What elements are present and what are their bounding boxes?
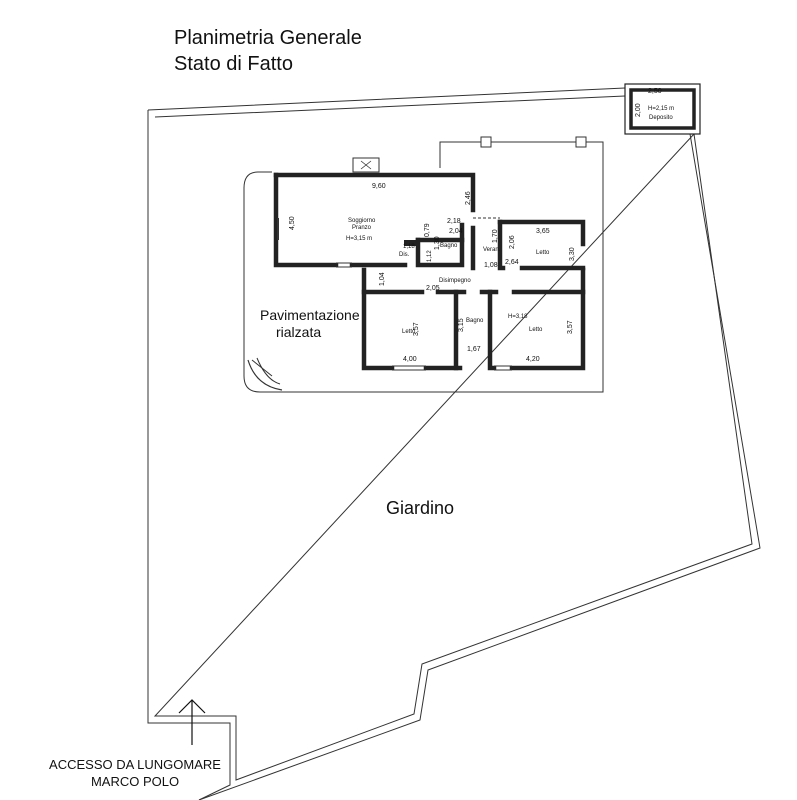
garden-label: Giardino: [386, 498, 454, 518]
bedroom-sw-label: Letto: [402, 329, 416, 335]
bath1-label: Bagno: [440, 243, 458, 249]
bath2-label: Bagno: [466, 318, 484, 324]
deposit-height: H=2,15 m: [648, 106, 674, 112]
dim-204: 2,04: [449, 228, 463, 235]
property-boundary: [147, 87, 761, 800]
bedroom-se-height: H=3,18: [508, 314, 528, 320]
house-walls: [273, 172, 586, 371]
dim-130: 1,30: [434, 236, 441, 250]
access-line-1: ACCESSO DA LUNGOMARE: [49, 757, 221, 772]
dim-206: 2,06: [509, 235, 516, 249]
dim-246: 2,46: [465, 191, 472, 205]
living-label-2: Pranzo: [352, 225, 372, 231]
deposit-building: H=2,15 m Deposito 2,50 2,00: [624, 83, 701, 135]
dim-205: 2,05: [426, 285, 440, 292]
dim-living-depth: 4,50: [289, 216, 296, 230]
dim-420: 4,20: [526, 356, 540, 363]
dimension-labels: 9,60 4,50 2,46 2,18 2,04 0,79 1,18 1,12 …: [289, 183, 576, 363]
bedroom-ne-label: Letto: [536, 250, 550, 256]
dim-400: 4,00: [403, 356, 417, 363]
plan-title: Planimetria Generale: [174, 27, 362, 49]
dim-330: 3,30: [569, 247, 576, 261]
dim-218: 2,18: [447, 218, 461, 225]
living-label-1: Soggiorno: [348, 218, 376, 224]
room-labels: Soggiorno Pranzo H=3,15 m Bagno Dis. Ver…: [346, 218, 550, 335]
deposit-width-dim: 2,50: [648, 88, 662, 95]
deposit-depth-dim: 2,00: [635, 103, 642, 117]
dim-167: 1,67: [467, 346, 481, 353]
access-line-2: MARCO POLO: [90, 774, 180, 789]
living-height: H=3,15 m: [346, 236, 372, 242]
bedroom-se-label: Letto: [529, 327, 543, 333]
dim-357b: 3,57: [567, 320, 574, 334]
deposit-label: Deposito: [649, 115, 673, 121]
dim-357a: 3,57: [413, 322, 420, 336]
dim-079: 0,79: [424, 223, 431, 237]
paving-label-2: rialzata: [276, 324, 321, 340]
interior-details: [277, 217, 512, 371]
access-arrow-icon: [178, 699, 206, 745]
veranda-label: Veran.: [483, 247, 501, 253]
dim-living-width: 9,60: [372, 183, 386, 190]
dim-365: 3,65: [536, 228, 550, 235]
plan-subtitle: Stato di Fatto: [174, 53, 293, 75]
dim-118: 1,18: [403, 244, 415, 250]
dim-104: 1,04: [379, 272, 386, 286]
dim-170: 1,70: [492, 229, 499, 243]
closet-label: Dis.: [399, 252, 410, 258]
paving-label-1: Pavimentazione: [260, 307, 360, 323]
hall-label: Disimpegno: [439, 278, 471, 284]
access-note: ACCESSO DA LUNGOMARE MARCO POLO: [30, 756, 240, 790]
dim-264: 2,64: [505, 259, 519, 266]
dim-112: 1,12: [427, 250, 433, 262]
raised-paving-outline: [243, 136, 604, 393]
dim-315: 3,15: [458, 318, 465, 332]
dim-108: 1,08: [484, 262, 498, 269]
